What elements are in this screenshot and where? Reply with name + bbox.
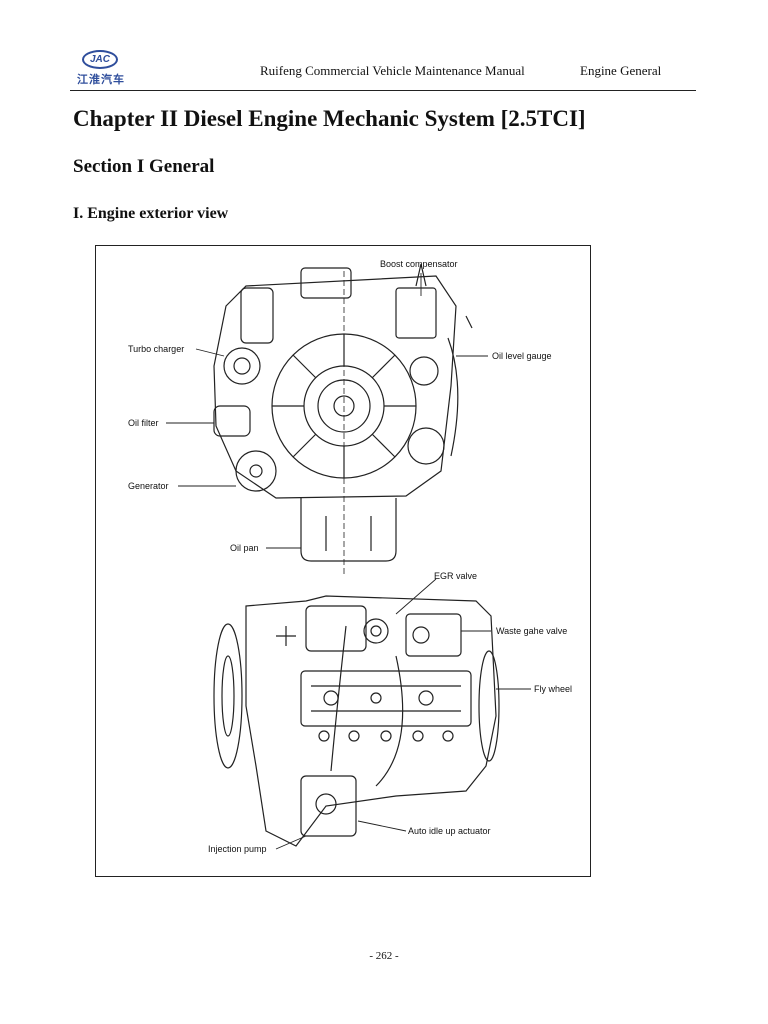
label-fly-wheel: Fly wheel: [534, 684, 572, 694]
label-waste-gate-valve: Waste gahe valve: [496, 626, 567, 636]
front-view-engine: [213, 263, 473, 576]
page-number: - 262 -: [369, 950, 399, 962]
label-oil-filter: Oil filter: [128, 418, 159, 428]
label-boost-compensator: Boost compensator: [380, 259, 458, 269]
subsection-title: I. Engine exterior view: [73, 205, 229, 222]
label-egr-valve: EGR valve: [434, 571, 477, 581]
side-view-engine: [213, 595, 500, 847]
logo-chinese-text: 江淮汽车: [77, 73, 125, 86]
label-auto-idle-up-actuator: Auto idle up actuator: [408, 826, 491, 836]
engine-exterior-figure: Boost compensator Turbo charger Oil leve…: [95, 245, 591, 877]
header-divider: [70, 90, 696, 91]
label-turbo-charger: Turbo charger: [128, 344, 184, 354]
label-oil-pan: Oil pan: [230, 543, 259, 553]
section-title: Section I General: [73, 156, 215, 177]
label-injection-pump: Injection pump: [208, 844, 267, 854]
manual-title: Ruifeng Commercial Vehicle Maintenance M…: [260, 63, 525, 78]
jac-logo: JAC 江淮汽车: [70, 50, 132, 88]
logo-badge: JAC: [82, 50, 118, 69]
label-generator: Generator: [128, 481, 169, 491]
label-oil-level-gauge: Oil level gauge: [492, 351, 552, 361]
chapter-title: Chapter II Diesel Engine Mechanic System…: [73, 106, 586, 131]
header-section-name: Engine General: [580, 63, 662, 78]
engine-diagram: Boost compensator Turbo charger Oil leve…: [128, 259, 572, 854]
